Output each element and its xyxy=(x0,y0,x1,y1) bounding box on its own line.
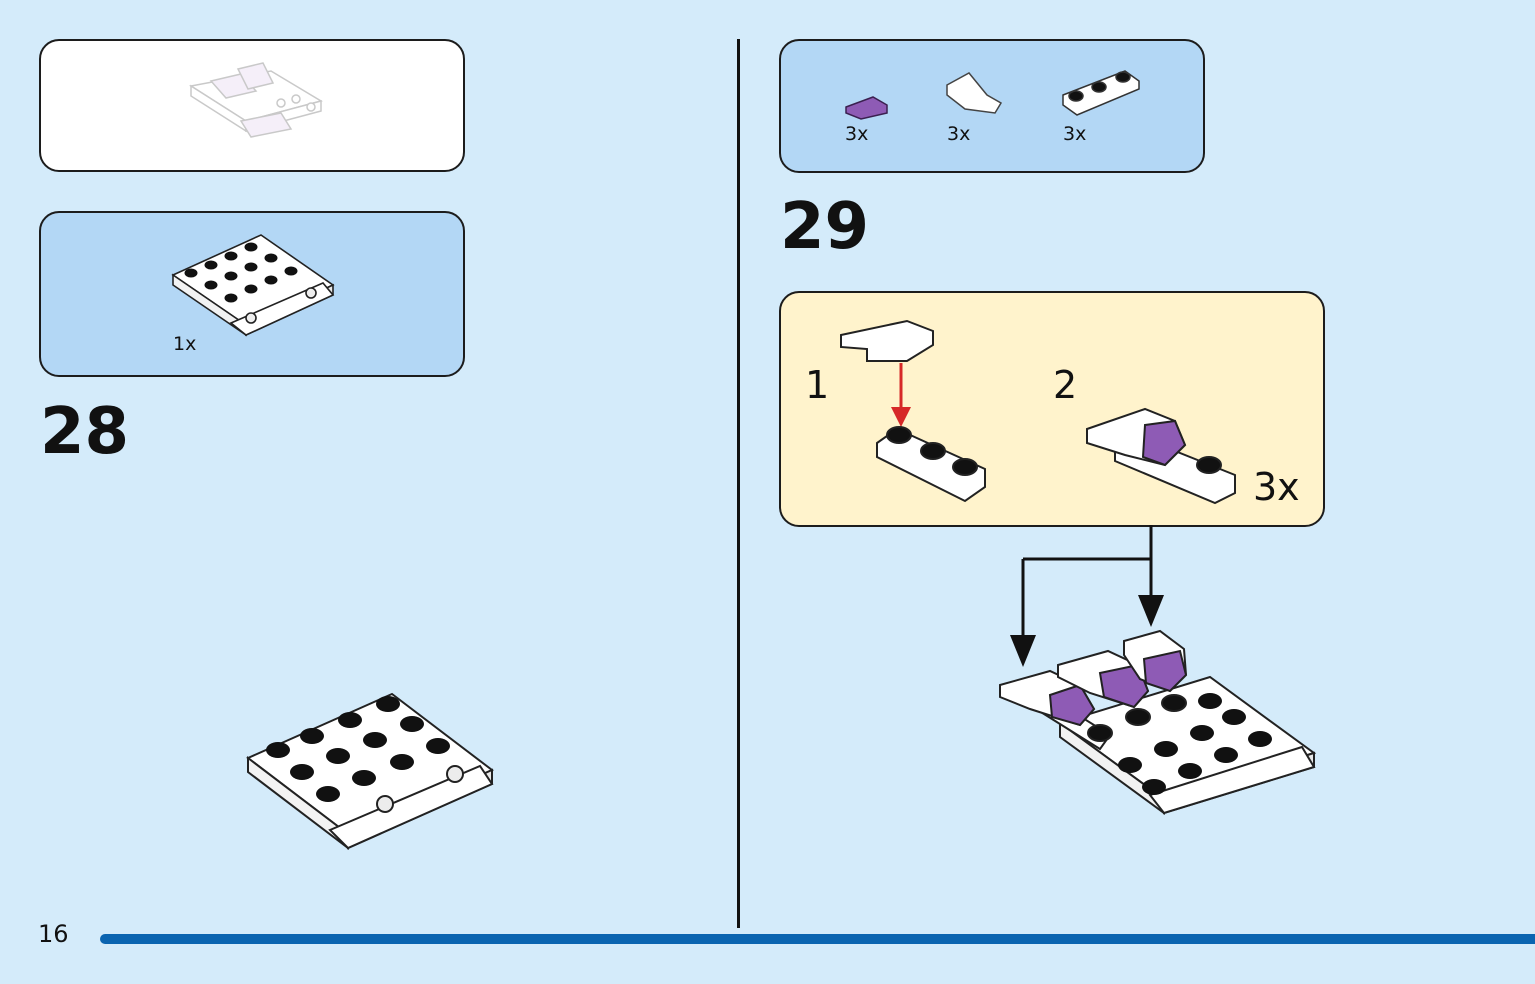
white-wedge-slope-icon xyxy=(946,72,1003,114)
step28-parts-box: 1x xyxy=(39,211,465,377)
step-number: 29 xyxy=(780,190,870,264)
step29-subassembly-box: 1 2 3x xyxy=(779,291,1325,527)
page-number: 16 xyxy=(38,920,69,948)
step-number: 28 xyxy=(40,395,130,469)
part-quantity: 3x xyxy=(1063,123,1087,145)
substep-label: 1 xyxy=(805,363,830,407)
part-quantity: 3x xyxy=(947,123,971,145)
white-hinge-plate-icon xyxy=(171,234,335,337)
callout-arrows xyxy=(1010,525,1164,667)
step29-model-illustration xyxy=(999,629,1317,815)
step29-parts-box: 3x 3x 3x xyxy=(779,39,1205,173)
white-wedge-slope-icon xyxy=(840,319,934,362)
white-1x3-plate-icon xyxy=(1062,70,1140,116)
white-1x3-plate-icon xyxy=(876,426,986,503)
insert-arrow-icon xyxy=(891,363,911,427)
preview-box xyxy=(39,39,465,172)
part-quantity: 3x xyxy=(845,123,869,145)
purple-curved-slope-icon xyxy=(845,96,888,120)
part-quantity: 1x xyxy=(173,333,197,355)
slope-on-plate-subassembly xyxy=(1086,407,1236,505)
previous-model-thumbnail xyxy=(188,62,323,138)
substep-label: 2 xyxy=(1053,363,1078,407)
step28-hinge-plate-illustration xyxy=(246,692,494,851)
repeat-count: 3x xyxy=(1253,465,1300,509)
column-divider xyxy=(737,39,740,928)
progress-bar xyxy=(100,934,1535,944)
